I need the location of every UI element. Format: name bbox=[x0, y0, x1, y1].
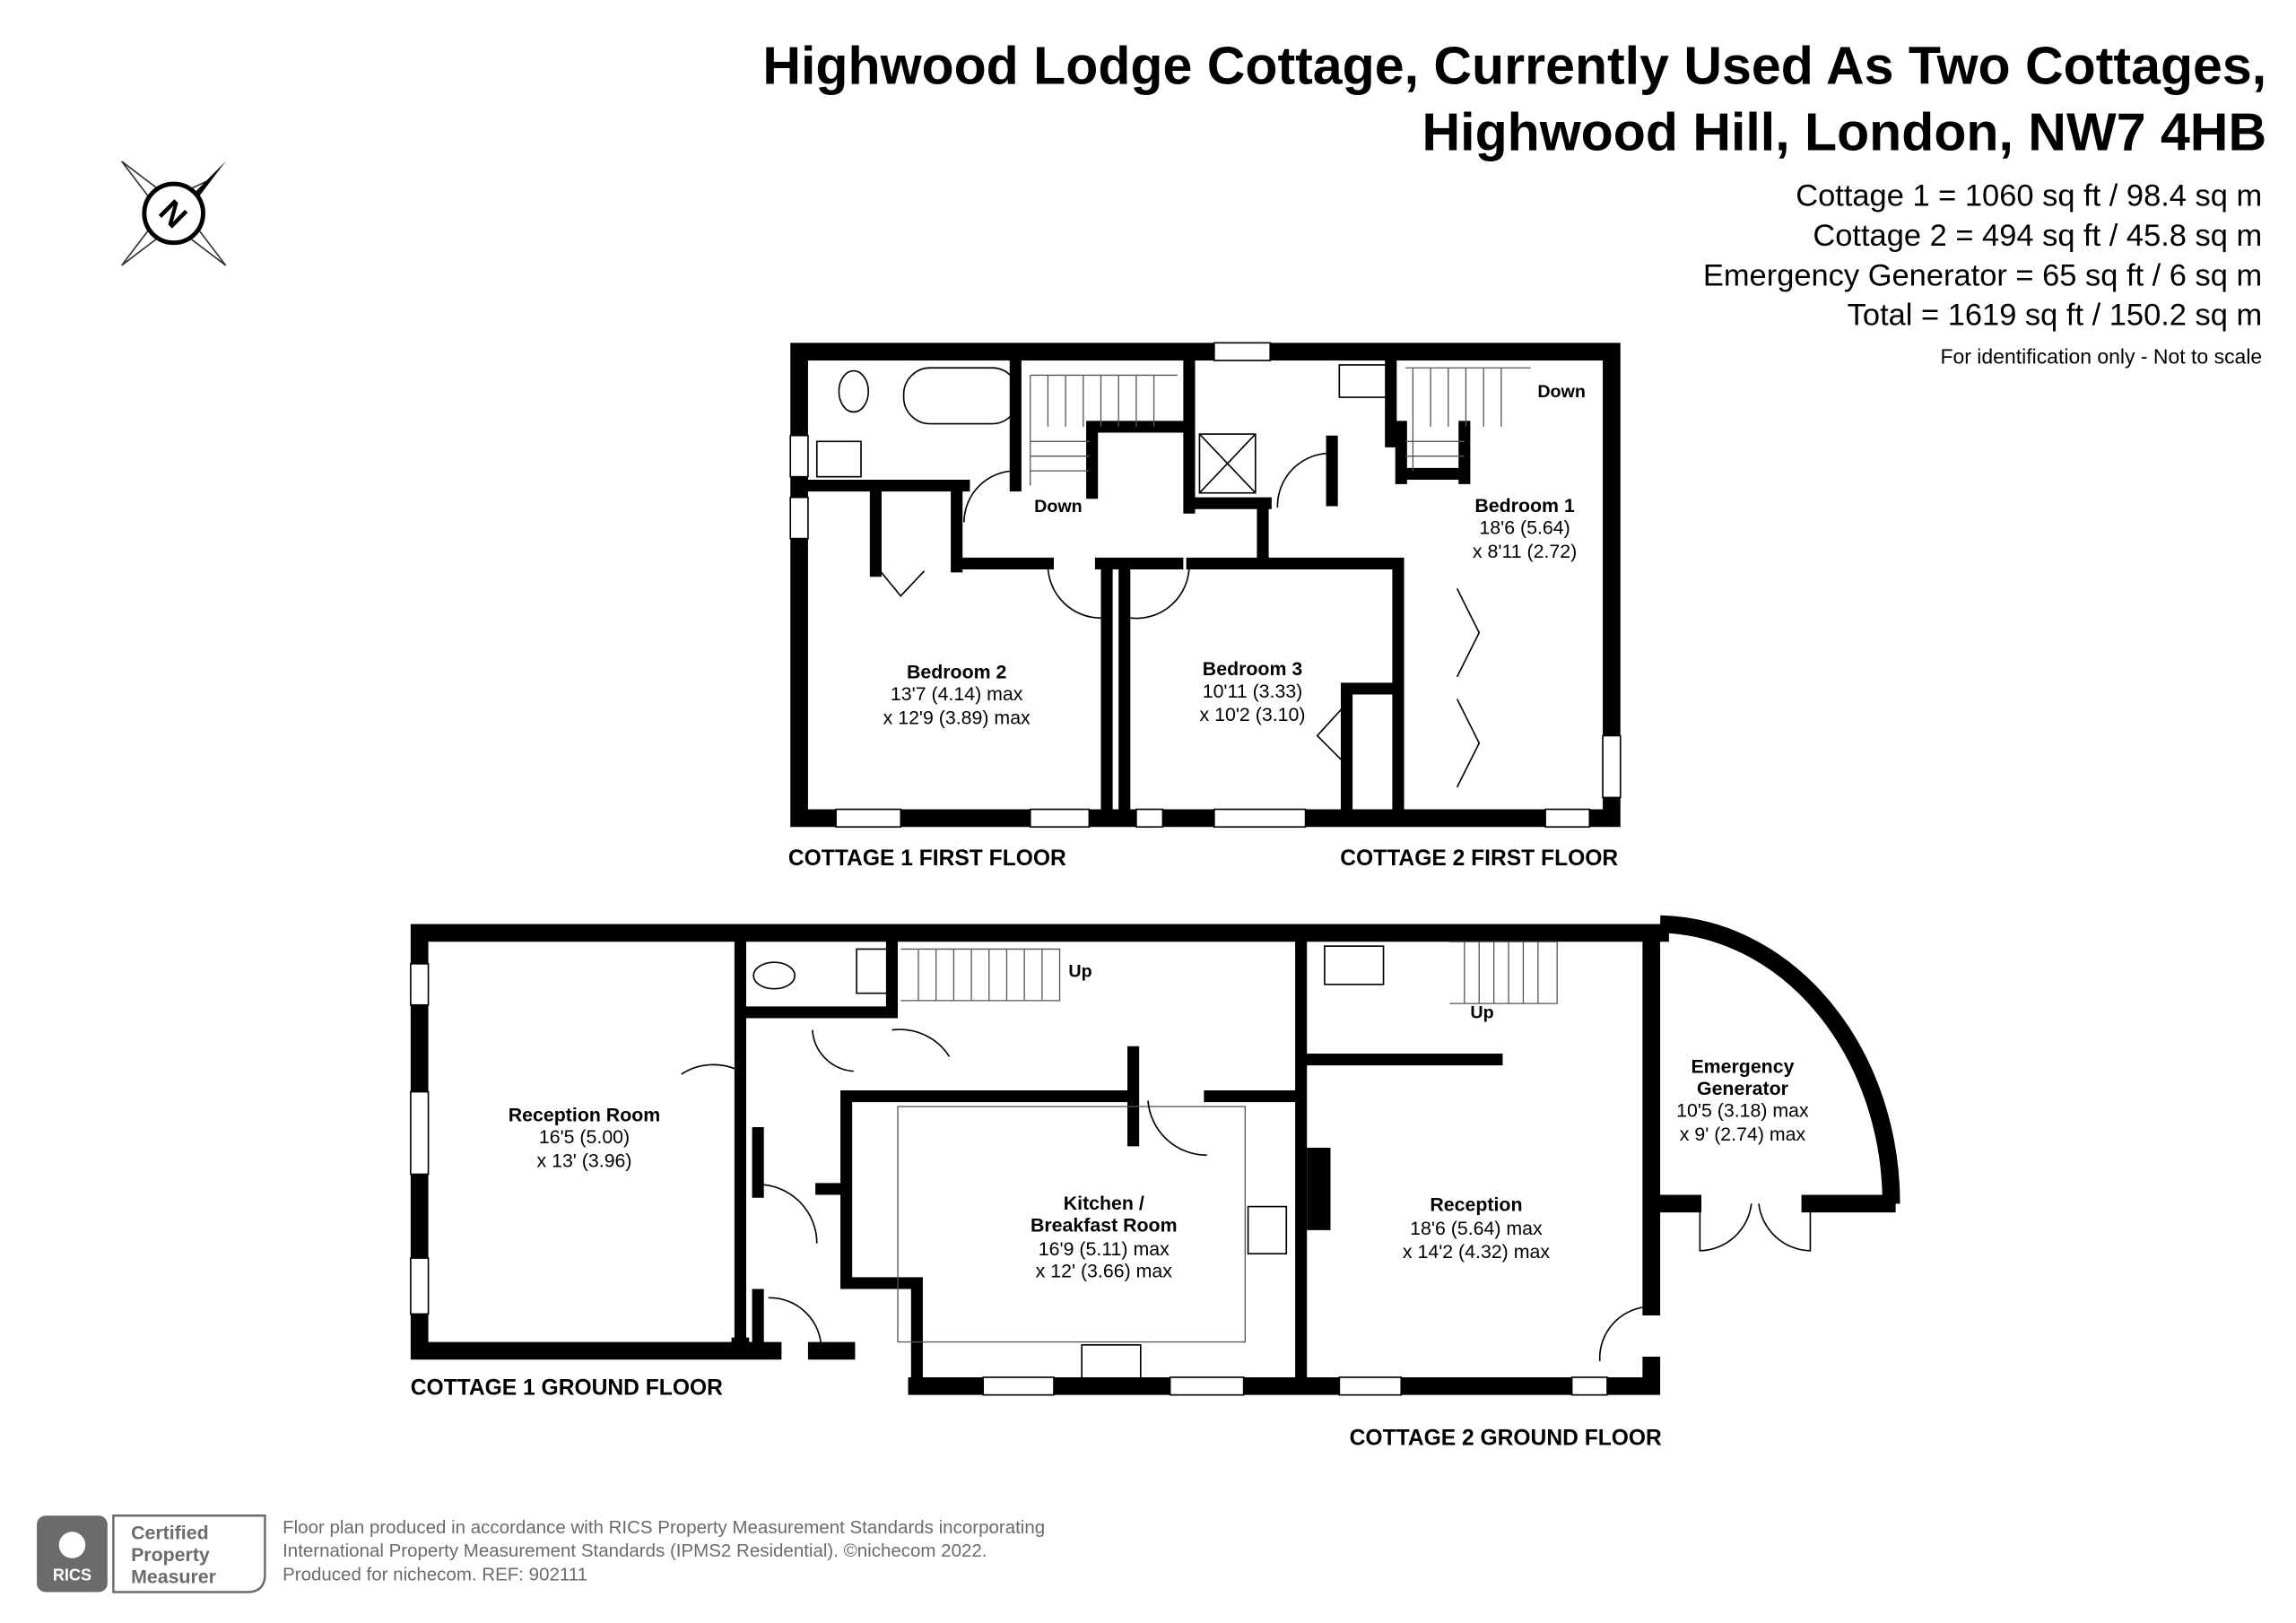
footer-line2: International Property Measurement Stand… bbox=[283, 1541, 987, 1561]
footer-line3: Produced for nichecom. REF: 902111 bbox=[283, 1564, 587, 1584]
label-cottage1-first-floor: COTTAGE 1 FIRST FLOOR bbox=[788, 846, 1066, 871]
generator-name1: Emergency bbox=[1691, 1055, 1794, 1077]
stairs-down-label: Down bbox=[1537, 382, 1586, 402]
bedroom3-dim1: 10'11 (3.33) bbox=[1203, 681, 1303, 702]
title-line2: Highwood Hill, London, NW7 4HB bbox=[1422, 102, 2267, 161]
badge-line1: Certified bbox=[131, 1522, 209, 1543]
kitchen-dim1: 16'9 (5.11) max bbox=[1039, 1238, 1170, 1260]
generator-name2: Generator bbox=[1697, 1078, 1788, 1099]
area-total: Total = 1619 sq ft / 150.2 sq m bbox=[1848, 299, 2263, 333]
bedroom2-dim2: x 12'9 (3.89) max bbox=[883, 707, 1031, 728]
kitchen-name2: Breakfast Room bbox=[1031, 1214, 1178, 1236]
badge-line3: Measurer bbox=[131, 1567, 216, 1588]
generator-dim1: 10'5 (3.18) max bbox=[1676, 1100, 1809, 1122]
rics-badge: RICS Certified Property Measurer bbox=[37, 1514, 266, 1593]
kitchen-name1: Kitchen / bbox=[1064, 1193, 1144, 1214]
label-cottage2-first-floor: COTTAGE 2 FIRST FLOOR bbox=[1340, 846, 1618, 871]
reception-room-dim2: x 13' (3.96) bbox=[536, 1150, 631, 1171]
footer-line1: Floor plan produced in accordance with R… bbox=[283, 1517, 1045, 1538]
badge-line2: Property bbox=[131, 1544, 210, 1566]
first-floor-plan: Bedroom 2 13'7 (4.14) max x 12'9 (3.89) … bbox=[788, 342, 1622, 871]
kitchen-dim2: x 12' (3.66) max bbox=[1036, 1260, 1173, 1281]
bedroom3-dim2: x 10'2 (3.10) bbox=[1200, 704, 1306, 725]
bedroom1-name: Bedroom 1 bbox=[1474, 495, 1575, 516]
area-cottage1: Cottage 1 = 1060 sq ft / 98.4 sq m bbox=[1796, 179, 2262, 213]
title-line1: Highwood Lodge Cottage, Currently Used A… bbox=[762, 37, 2266, 96]
bedroom2-name: Bedroom 2 bbox=[907, 661, 1006, 682]
area-cottage2: Cottage 2 = 494 sq ft / 45.8 sq m bbox=[1813, 219, 2262, 253]
reception-name: Reception bbox=[1430, 1194, 1522, 1216]
ground-floor-plan: Reception Room 16'5 (5.00) x 13' (3.96) … bbox=[410, 915, 1900, 1450]
compass-icon: N bbox=[121, 161, 227, 266]
reception-room-dim1: 16'5 (5.00) bbox=[539, 1126, 630, 1148]
generator-dim2: x 9' (2.74) max bbox=[1680, 1124, 1806, 1145]
stairs-up-label: Up bbox=[1068, 962, 1091, 982]
reception-room-name: Reception Room bbox=[509, 1104, 660, 1125]
label-cottage2-ground-floor: COTTAGE 2 GROUND FLOOR bbox=[1350, 1426, 1662, 1450]
bedroom2-dim1: 13'7 (4.14) max bbox=[891, 683, 1023, 705]
label-cottage1-ground-floor: COTTAGE 1 GROUND FLOOR bbox=[411, 1376, 723, 1401]
disclaimer: For identification only - Not to scale bbox=[1940, 344, 2262, 368]
reception-dim1: 18'6 (5.64) max bbox=[1410, 1218, 1543, 1239]
bedroom3-name: Bedroom 3 bbox=[1203, 658, 1303, 680]
stairs-up-label: Up bbox=[1470, 1003, 1493, 1023]
area-generator: Emergency Generator = 65 sq ft / 6 sq m bbox=[1703, 258, 2262, 292]
stairs-down-label: Down bbox=[1034, 497, 1083, 516]
bedroom1-dim1: 18'6 (5.64) bbox=[1479, 517, 1570, 539]
reception-dim2: x 14'2 (4.32) max bbox=[1403, 1241, 1550, 1263]
rics-logo-text: RICS bbox=[53, 1566, 91, 1584]
bedroom1-dim2: x 8'11 (2.72) bbox=[1473, 541, 1577, 562]
